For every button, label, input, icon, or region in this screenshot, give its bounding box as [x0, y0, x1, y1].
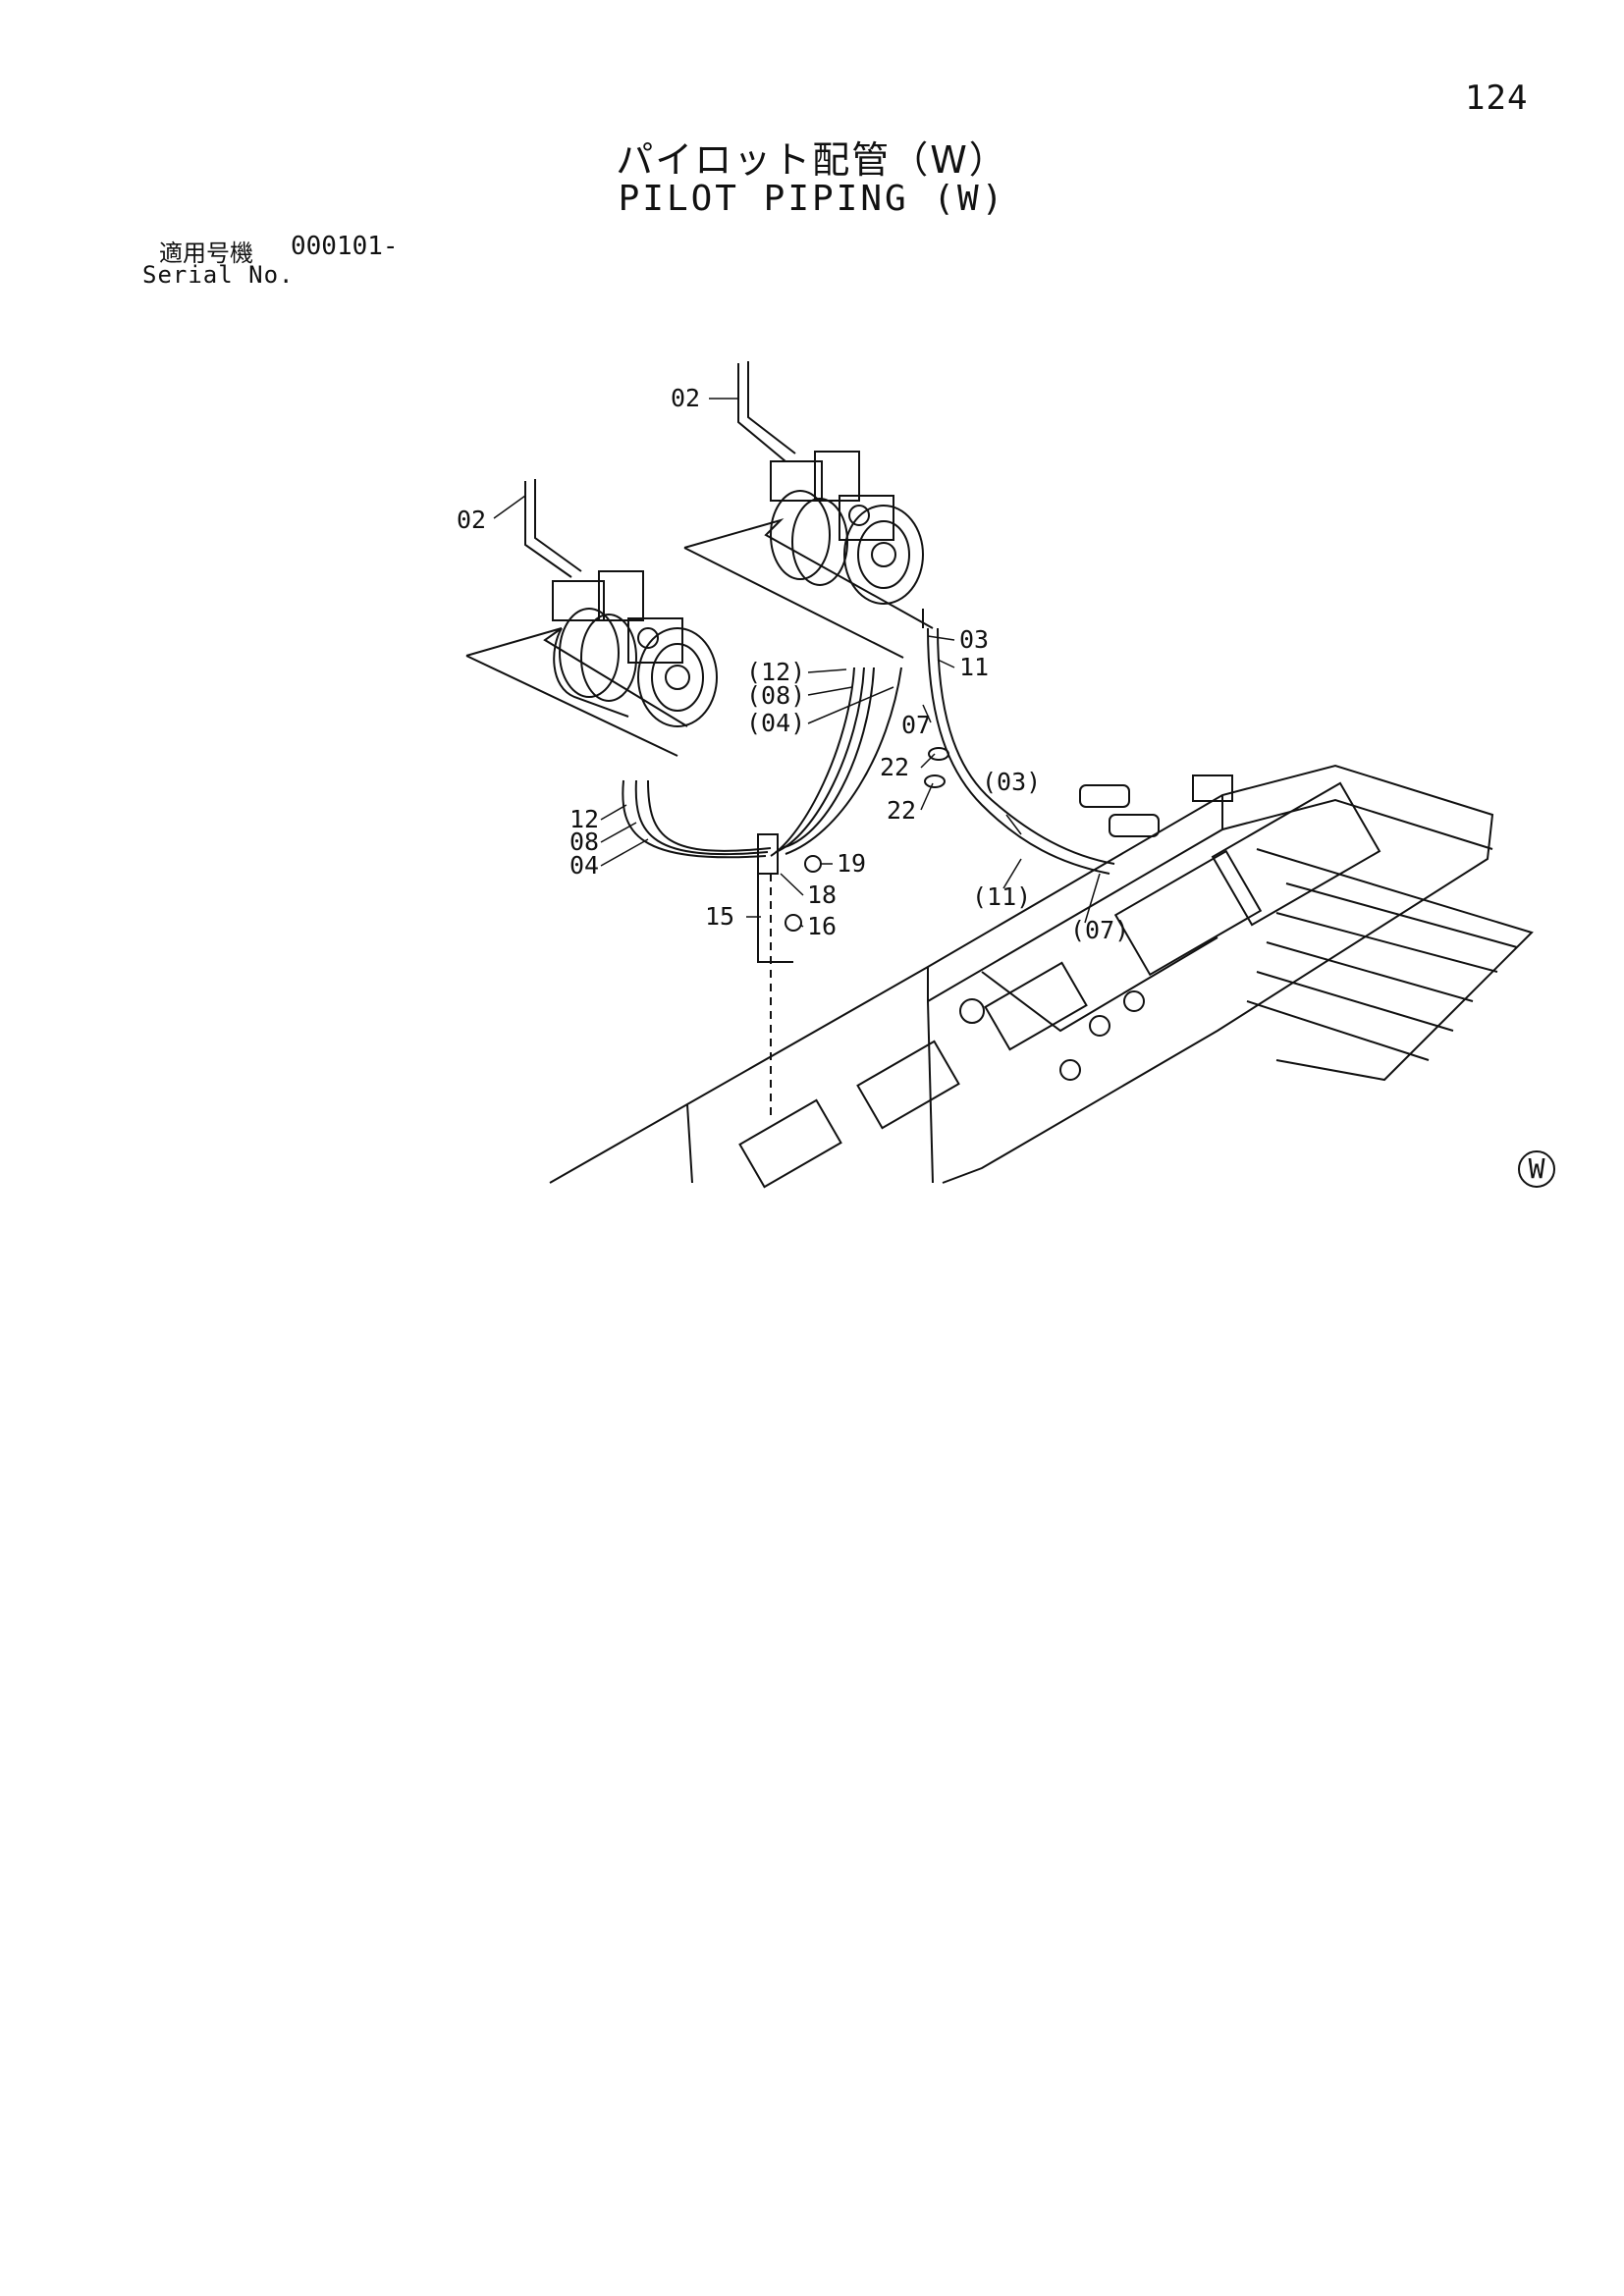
callout-02-left: 02	[457, 506, 486, 534]
serial-label-japanese: 適用号機	[159, 240, 253, 267]
callout-11: 11	[959, 653, 989, 681]
page-title-english: PILOT PIPING (W)	[618, 179, 1006, 219]
callout-18: 18	[807, 881, 837, 909]
callout-07: 07	[901, 711, 931, 739]
callout-19: 19	[837, 849, 866, 878]
upperstructure-frame	[549, 764, 1534, 1189]
callout-08: 08	[569, 828, 599, 856]
right-travel-motor	[683, 361, 934, 659]
serial-number-value: 000101-	[291, 232, 399, 261]
callout-03-paren: (03)	[982, 768, 1041, 796]
circled-w-mark: W	[1518, 1150, 1555, 1188]
callout-15: 15	[705, 902, 734, 931]
clamp-bracket	[757, 833, 822, 1119]
serial-label-english: Serial No.	[142, 261, 295, 289]
callout-07-paren: (07)	[1070, 916, 1129, 944]
callout-04: 04	[569, 851, 599, 880]
callout-04-paren: (04)	[746, 709, 805, 737]
leader-lines	[493, 398, 1101, 928]
callout-03: 03	[959, 625, 989, 654]
page-number: 124	[1465, 79, 1529, 118]
left-travel-motor	[465, 479, 718, 757]
callout-12: 12	[569, 805, 599, 833]
callout-02-right: 02	[671, 384, 700, 412]
callout-12-paren: (12)	[746, 658, 805, 686]
callout-labels: 02 02 03 11 (12) (08) (04) 07 22 22 (03)…	[457, 384, 1129, 944]
callout-22-lower: 22	[887, 796, 916, 825]
hose-bundle-right	[922, 609, 1115, 875]
hose-bundle-left	[622, 667, 902, 859]
callout-22-upper: 22	[880, 753, 909, 781]
callout-16: 16	[807, 912, 837, 940]
callout-08-paren: (08)	[746, 681, 805, 710]
callout-11-paren: (11)	[972, 882, 1031, 911]
page-title-japanese: パイロット配管（W）	[616, 138, 1008, 182]
